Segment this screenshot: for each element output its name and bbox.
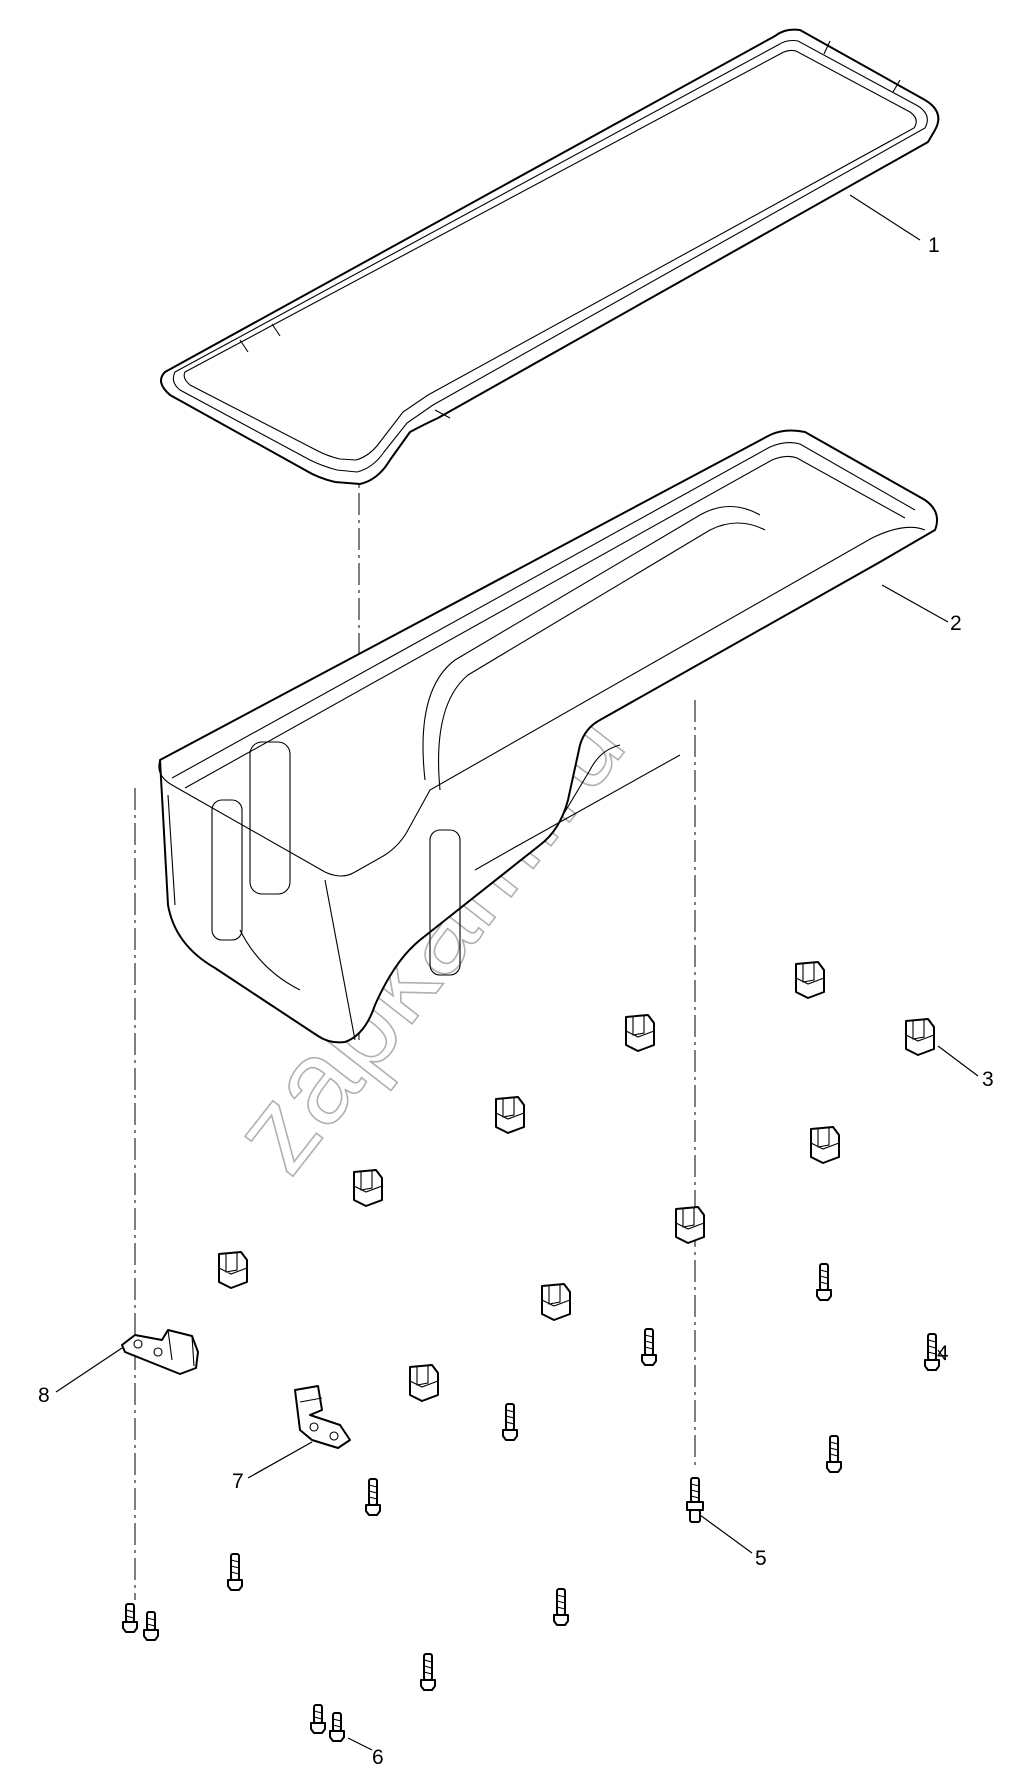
leader-lines [55,194,979,1751]
clip-nut[interactable] [675,1206,705,1244]
callout-labels: 1 2 3 4 5 6 7 8 [38,234,994,1769]
bracket-8[interactable] [121,1329,199,1375]
bolt[interactable] [553,1588,569,1626]
callout-7: 7 [232,1470,244,1493]
bolt[interactable] [227,1553,243,1591]
bolt-group [122,1263,940,1742]
clip-nut[interactable] [353,1169,383,1207]
bolt[interactable] [924,1333,940,1371]
bolt[interactable] [826,1435,842,1473]
clip-nut[interactable] [409,1364,439,1402]
clip-nut[interactable] [905,1018,935,1056]
callout-5: 5 [755,1547,767,1570]
bolt[interactable] [502,1403,518,1441]
callout-6: 6 [372,1746,384,1769]
callout-1: 1 [928,234,940,257]
bolt[interactable] [143,1611,159,1641]
bolt[interactable] [365,1478,381,1516]
clip-nut[interactable] [795,961,825,999]
clip-nut[interactable] [495,1096,525,1134]
clip-nut[interactable] [810,1126,840,1164]
clip-nut[interactable] [541,1283,571,1321]
stud-bolt[interactable] [686,1477,704,1523]
bolt[interactable] [122,1603,138,1633]
clip-nut[interactable] [218,1251,248,1289]
bracket-7[interactable] [294,1385,351,1449]
oil-pan-gasket[interactable] [160,28,940,485]
oil-pan[interactable] [158,429,938,1044]
callout-3: 3 [982,1068,994,1091]
bolt[interactable] [816,1263,832,1301]
callout-4: 4 [937,1342,949,1365]
clip-nut[interactable] [625,1014,655,1052]
bolt[interactable] [641,1328,657,1366]
callout-8: 8 [38,1384,50,1407]
callout-2: 2 [950,612,962,635]
bolt[interactable] [310,1704,326,1734]
bolt[interactable] [420,1653,436,1691]
bolt[interactable] [329,1712,345,1742]
clip-nut-group [218,961,935,1402]
